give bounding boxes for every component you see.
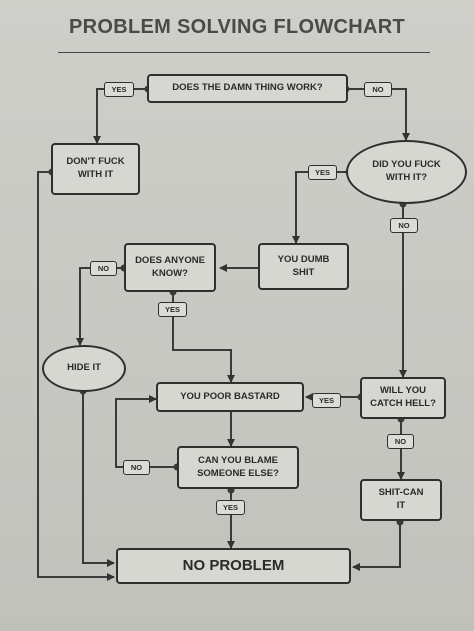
node-shit-can: SHIT-CAN IT [360,479,442,521]
connector-touch-yes [292,171,347,244]
node-dont-touch: DON'T FUCK WITH IT [51,143,140,195]
connector-know-no [76,267,124,346]
page-title: PROBLEM SOLVING FLOWCHART [69,16,405,38]
node-did-you-touch: DID YOU FUCK WITH IT? [346,140,467,204]
node-does-it-work: DOES THE DAMN THING WORK? [147,74,348,103]
connector-shitcan-noproblem [352,521,401,571]
node-poor-bastard: YOU POOR BASTARD [156,382,304,412]
tag-blame-no: NO [123,460,150,475]
tag-blame-yes: YES [216,500,245,515]
connector-work-yes [93,88,148,144]
tag-work-no: NO [364,82,392,97]
tag-know-yes: YES [158,302,187,317]
tag-know-no: NO [90,261,117,276]
node-blame-else: CAN YOU BLAME SOMEONE ELSE? [177,446,299,489]
node-no-problem: NO PROBLEM [116,548,351,584]
node-hide-it: HIDE IT [42,345,126,392]
connector-donttouch-noproblem [37,171,115,581]
node-you-dumb: YOU DUMB SHIT [258,243,349,290]
tag-hell-yes: YES [312,393,341,408]
connector-hide-noproblem [82,391,115,567]
tag-hell-no: NO [387,434,414,449]
title-underline [58,52,430,53]
node-anyone-know: DOES ANYONE KNOW? [124,243,216,292]
node-catch-hell: WILL YOU CATCH HELL? [360,377,446,419]
tag-touch-no: NO [390,218,418,233]
connector-know-yes [172,292,235,383]
tag-work-yes: YES [104,82,134,97]
tag-touch-yes: YES [308,165,337,180]
